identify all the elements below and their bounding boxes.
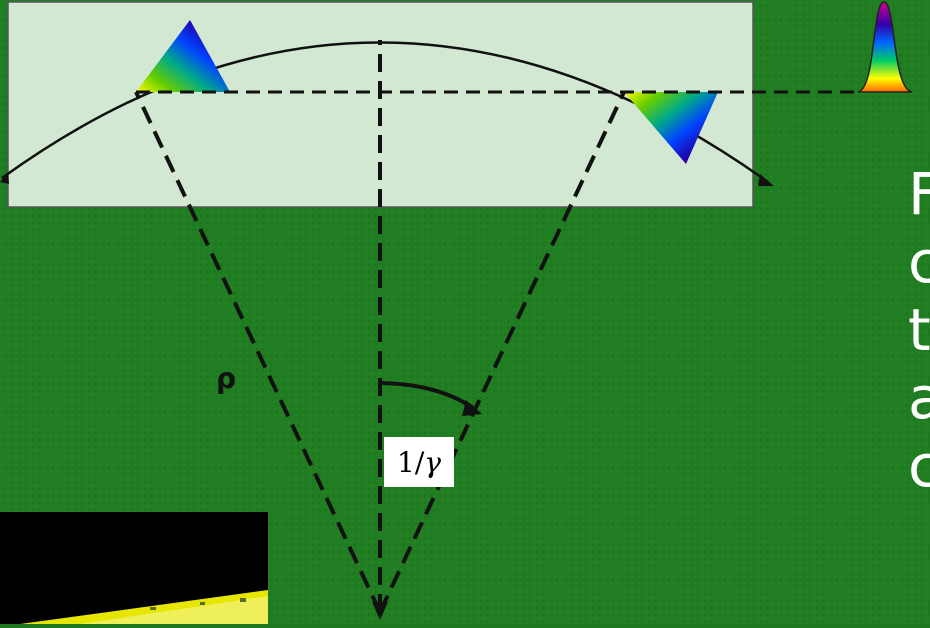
radius-line-left — [134, 91, 382, 613]
radiation-cone-left — [136, 20, 230, 92]
orbit-arrowhead-left — [0, 172, 9, 184]
angle-arc — [379, 381, 478, 412]
cropped-side-text: F c t a c — [908, 160, 930, 500]
side-text-line: a — [908, 364, 930, 432]
angle-arrowhead — [462, 400, 482, 416]
radiation-pulse-shape — [857, 1, 913, 93]
angle-label-gamma: γ — [424, 445, 441, 479]
radius-line-right — [378, 91, 626, 613]
radius-rho-label: ρ — [216, 362, 237, 395]
orbit-arrowhead-right — [758, 174, 774, 186]
side-text-line: c — [908, 228, 930, 296]
side-text-line: c — [908, 432, 930, 500]
inset-yellow-streak — [20, 590, 268, 624]
center-point-arrow — [372, 602, 388, 620]
angle-label-box: 1/γ — [384, 437, 454, 487]
angle-label-fraction: 1/ — [397, 445, 425, 479]
side-text-line: t — [908, 296, 930, 364]
inset-image-panel — [0, 512, 268, 624]
side-text-line: F — [908, 160, 930, 228]
radiation-cone-right — [624, 92, 718, 164]
